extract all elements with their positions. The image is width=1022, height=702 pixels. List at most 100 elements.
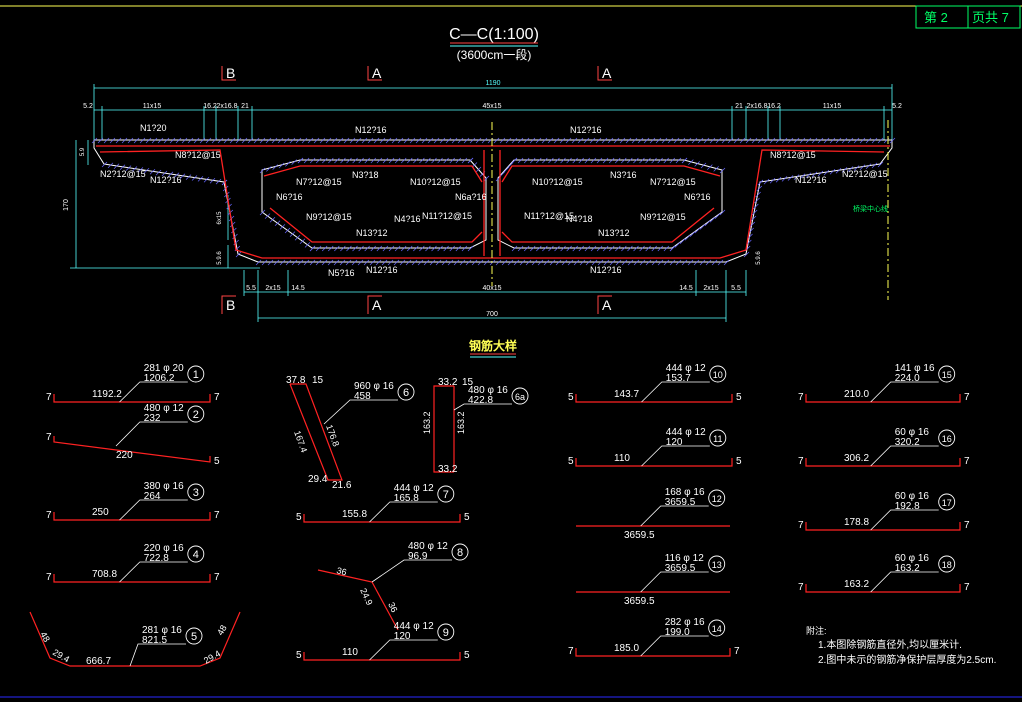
hatch-mark	[688, 159, 694, 165]
bar-end-left: 7	[46, 572, 52, 583]
hatch-mark	[352, 157, 358, 164]
bar-length: 422.8	[468, 395, 493, 406]
bar-spec: 60 φ 16	[895, 553, 930, 564]
bar-number: 3	[193, 487, 199, 499]
hatch-mark	[346, 157, 352, 164]
bar-spec: 444 φ 12	[394, 621, 434, 632]
hatch-mark	[645, 259, 652, 266]
hatch-mark	[363, 259, 370, 266]
hatch-mark	[107, 162, 114, 169]
hatch-mark	[373, 137, 380, 144]
hatch-mark	[376, 245, 383, 252]
hatch-mark	[369, 259, 376, 266]
bar-end-left: 7	[798, 520, 804, 531]
label-n6-right: N6?16	[684, 192, 711, 202]
hatch-mark	[793, 137, 800, 144]
hatch-mark	[572, 157, 578, 164]
hatch-mark	[449, 245, 456, 252]
hatch-mark	[149, 168, 156, 175]
hatch-mark	[643, 137, 650, 144]
hatch-mark	[657, 259, 664, 266]
hatch-mark	[364, 245, 370, 252]
hatch-mark	[689, 231, 696, 237]
hatch-mark	[431, 157, 437, 164]
dim-mid1: 16.2	[203, 103, 217, 110]
hatch-mark	[829, 137, 836, 144]
hatch-mark	[517, 245, 524, 252]
label-n12-bottom-left: N12?16	[366, 265, 398, 275]
bar-leader	[870, 509, 939, 531]
hatch-mark	[322, 157, 328, 164]
hatch-mark	[364, 157, 371, 164]
hatch-mark	[151, 137, 158, 144]
bar-leader	[371, 559, 452, 583]
hatch-mark	[465, 259, 472, 266]
hatch-mark	[297, 157, 304, 164]
bar-foot-b: 21.6	[332, 480, 352, 491]
hatch-mark	[274, 220, 281, 227]
hatch-mark	[382, 157, 389, 164]
hatch-mark	[583, 137, 590, 144]
hatch-mark	[451, 137, 458, 144]
hatch-mark	[289, 231, 296, 237]
hatch-mark	[589, 137, 596, 144]
bar-leader	[640, 635, 709, 657]
hatch-mark	[299, 238, 306, 245]
hatch-mark	[687, 259, 694, 266]
hatch-mark	[517, 157, 524, 164]
bar-leg-b: 163.2	[456, 411, 466, 434]
bar-length: 163.2	[895, 563, 920, 574]
bar-body-length: 3659.5	[624, 530, 655, 541]
hatch-mark	[681, 259, 688, 266]
hatch-mark	[715, 137, 722, 144]
dim-mid3: 21	[241, 103, 249, 110]
hatch-mark	[405, 259, 412, 266]
bar-spec: 60 φ 16	[895, 491, 930, 502]
hatch-mark	[750, 215, 757, 222]
notes-heading: 附注:	[806, 625, 827, 636]
hatch-mark	[217, 137, 224, 144]
hatch-mark	[823, 169, 830, 176]
hatch-mark	[835, 137, 842, 144]
bar-spec: 444 φ 12	[394, 483, 434, 494]
hatch-mark	[291, 159, 297, 165]
hatch-mark	[693, 259, 700, 266]
label-n13-left: N13?12	[356, 228, 388, 238]
hatch-mark	[607, 137, 614, 144]
bar-bend-right: 29.4	[202, 648, 222, 665]
hatch-mark	[345, 259, 352, 266]
bar-leg-b: 176.8	[324, 423, 341, 448]
hatch-mark	[223, 137, 230, 144]
hatch-mark	[631, 137, 638, 144]
label-n3-right: N3?16	[610, 170, 637, 180]
hatch-mark	[205, 137, 212, 144]
hatch-mark	[343, 137, 350, 144]
hatch-mark	[235, 251, 242, 258]
title-block: 第 2 页共 7	[915, 5, 1021, 29]
hatch-mark	[313, 137, 320, 144]
hatch-mark	[229, 137, 236, 144]
hatch-mark	[425, 245, 431, 252]
hatch-mark	[523, 157, 530, 164]
cut-marks	[221, 66, 612, 314]
label-n2-right: N2?12@15	[842, 169, 888, 179]
hatch-mark	[273, 259, 280, 266]
hatch-mark	[284, 227, 291, 234]
hatch-mark	[536, 245, 542, 252]
hatch-mark	[542, 157, 548, 164]
hatch-mark	[399, 259, 406, 266]
hatch-mark	[669, 259, 676, 266]
hatch-mark	[627, 157, 633, 164]
bar-leader	[870, 571, 939, 593]
bar-number: 8	[457, 547, 463, 559]
hatch-mark	[584, 245, 591, 252]
hatch-mark	[853, 165, 860, 171]
hatch-mark	[483, 175, 490, 182]
bar-length: 199.0	[665, 627, 690, 638]
hatch-mark	[667, 137, 674, 144]
hatch-mark	[309, 259, 316, 266]
hatch-mark	[757, 137, 764, 144]
hatch-mark	[639, 157, 645, 164]
bar-end-left: 5	[568, 456, 574, 467]
hatch-mark	[781, 137, 788, 144]
